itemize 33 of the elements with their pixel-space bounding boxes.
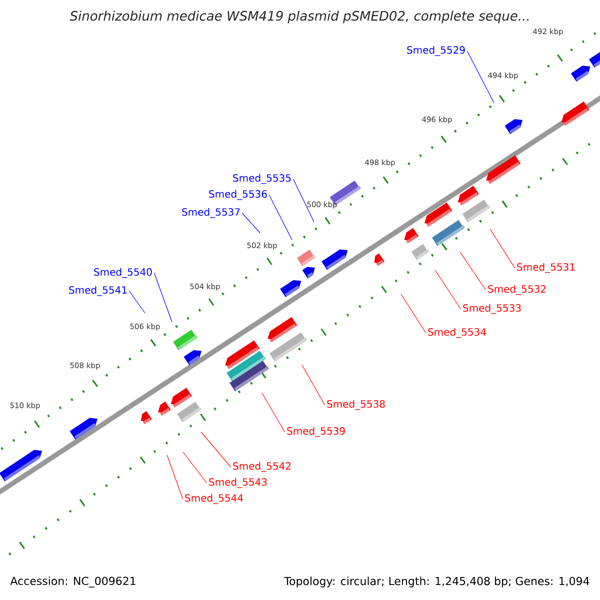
leader-line (182, 452, 208, 484)
gene-label: Smed_5538 (327, 400, 385, 410)
leader-line (490, 228, 516, 268)
gene-label: Smed_5534 (428, 328, 486, 338)
leader-line (262, 392, 286, 432)
gene-label: Smed_5540 (94, 268, 152, 278)
leader-line (400, 294, 426, 334)
gene-label: Smed_5531 (517, 263, 575, 273)
title: Sinorhizobium medicae WSM419 plasmid pSMED02, complete seque... (70, 10, 529, 24)
footer-text: Accession: NC_009621 (10, 576, 136, 588)
leader-line (242, 212, 260, 234)
leader-line (166, 454, 184, 500)
leader-line (302, 364, 326, 406)
leader-line (292, 178, 314, 222)
footer-text: Topology: circular; Length: 1,245,408 bp; Genes: 1,094 (284, 576, 590, 588)
gene-label: Smed_5539 (287, 427, 345, 437)
gene-label: Smed_5543 (209, 478, 267, 488)
gene-label: Smed_5537 (182, 208, 240, 218)
leader-line (154, 272, 172, 322)
gene-label: Smed_5536 (209, 190, 267, 200)
leader-line (128, 290, 146, 314)
gene-label: Smed_5529 (407, 46, 465, 56)
leader-line (200, 432, 232, 468)
leader-line (466, 50, 494, 104)
gene-label: Smed_5535 (233, 174, 291, 184)
leader-line (460, 252, 486, 290)
leader-line (268, 194, 292, 240)
gene-label: Smed_5544 (185, 494, 243, 504)
leader-line (434, 270, 462, 310)
gene-label: Smed_5541 (69, 286, 127, 296)
gene-label: Smed_5542 (233, 462, 291, 472)
gene-label: Smed_5532 (488, 285, 546, 295)
gene-label: Smed_5533 (463, 304, 521, 314)
